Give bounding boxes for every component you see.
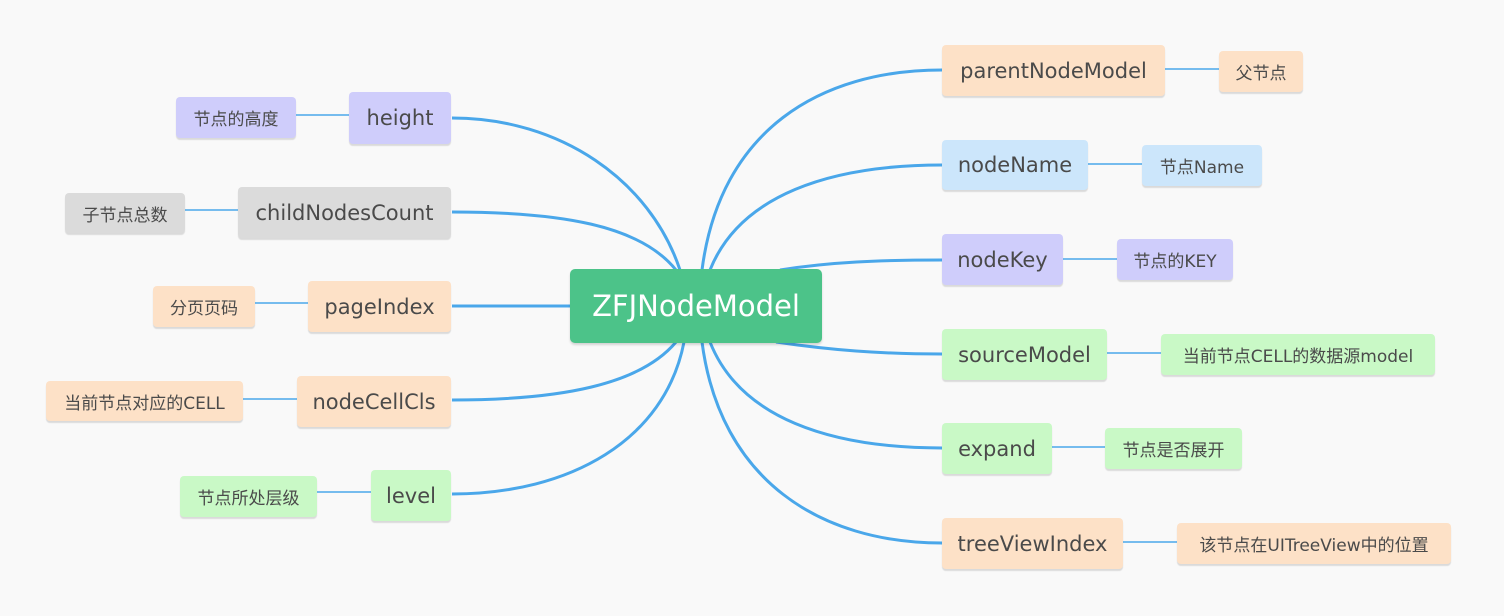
leaf-node-pageIndex-desc[interactable]: 分页页码	[153, 286, 255, 327]
branch-node-height[interactable]: height	[349, 92, 451, 144]
leaf-node-sourceModel-desc[interactable]: 当前节点CELL的数据源model	[1161, 334, 1435, 375]
leaf-node-parentNodeModel-desc[interactable]: 父节点	[1219, 51, 1303, 92]
branch-node-expand[interactable]: expand	[942, 423, 1052, 474]
branch-node-treeViewIndex[interactable]: treeViewIndex	[942, 518, 1123, 569]
leaf-node-childNodesCount-desc[interactable]: 子节点总数	[65, 193, 185, 233]
branch-node-sourceModel[interactable]: sourceModel	[942, 329, 1107, 380]
branch-node-parentNodeModel[interactable]: parentNodeModel	[942, 45, 1165, 96]
connector-childNodesCount	[451, 210, 678, 271]
connector-treeViewIndex	[700, 341, 943, 545]
branch-node-nodeName[interactable]: nodeName	[942, 140, 1088, 190]
leaf-node-nodeKey-desc[interactable]: 节点的KEY	[1117, 239, 1233, 280]
leaf-node-expand-desc[interactable]: 节点是否展开	[1105, 428, 1242, 469]
branch-node-childNodesCount[interactable]: childNodesCount	[238, 187, 451, 238]
connector-nodeKey	[779, 258, 943, 272]
root-node[interactable]: ZFJNodeModel	[570, 269, 822, 343]
connector-level	[451, 341, 686, 496]
branch-node-nodeCellCls[interactable]: nodeCellCls	[297, 376, 451, 427]
leaf-node-level-desc[interactable]: 节点所处层级	[180, 476, 317, 517]
branch-node-level[interactable]: level	[371, 470, 451, 521]
connector-parentNodeModel	[700, 68, 943, 271]
connector-nodeName	[708, 163, 943, 271]
connector-nodeCellCls	[451, 341, 678, 402]
branch-node-nodeKey[interactable]: nodeKey	[942, 234, 1063, 285]
leaf-node-nodeName-desc[interactable]: 节点Name	[1142, 145, 1262, 186]
connector-expand	[708, 341, 943, 450]
connector-sourceModel	[775, 340, 943, 356]
leaf-node-nodeCellCls-desc[interactable]: 当前节点对应的CELL	[46, 381, 243, 421]
leaf-node-treeViewIndex-desc[interactable]: 该节点在UITreeView中的位置	[1177, 523, 1451, 564]
leaf-node-height-desc[interactable]: 节点的高度	[176, 97, 296, 138]
connector-height	[451, 116, 682, 271]
branch-node-pageIndex[interactable]: pageIndex	[308, 281, 451, 332]
